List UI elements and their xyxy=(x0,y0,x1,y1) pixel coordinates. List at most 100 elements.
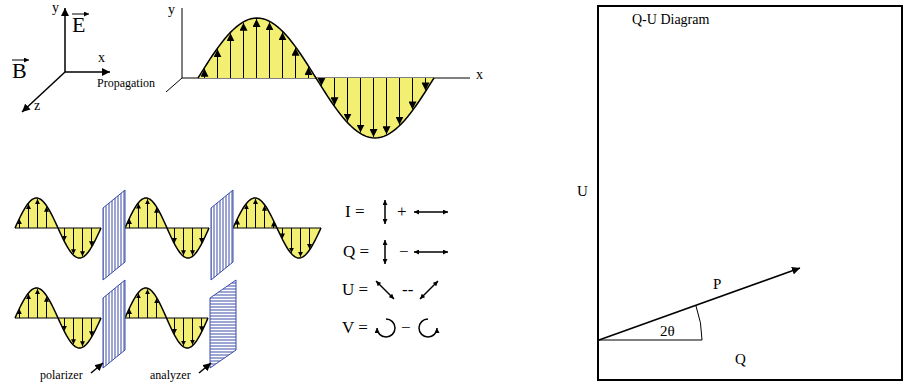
field-arrow xyxy=(28,294,29,318)
wave-fill xyxy=(125,198,209,258)
vector-label: P xyxy=(713,276,721,293)
field-arrow xyxy=(246,204,247,228)
q-baseline xyxy=(599,340,702,341)
wave xyxy=(233,198,321,258)
vertical-arrow xyxy=(384,200,386,224)
angle-arc xyxy=(696,306,702,340)
wave-fill xyxy=(233,198,321,258)
field-arrow xyxy=(282,32,283,78)
leader-arrow xyxy=(199,363,211,373)
stokes-term: U = xyxy=(342,280,368,300)
stokes-term: I = xyxy=(345,202,365,222)
field-arrow xyxy=(46,297,47,318)
axis-label: y xyxy=(168,2,175,19)
circular-arrow xyxy=(419,319,437,337)
field-arrow xyxy=(399,78,400,125)
field-arrow xyxy=(183,318,184,346)
wave xyxy=(15,198,101,258)
part-name: analyzer xyxy=(150,368,191,382)
wave xyxy=(198,18,434,138)
axis-label: y xyxy=(52,0,59,17)
field-arrow xyxy=(308,67,309,78)
field-arrow xyxy=(174,228,175,243)
angle-label: 2θ xyxy=(660,323,675,340)
operator-sign: − xyxy=(399,242,409,262)
wave xyxy=(125,198,209,258)
field-arrow xyxy=(360,78,361,133)
field-arrow xyxy=(46,207,47,228)
field-arrow xyxy=(192,318,193,345)
analyzer-plate xyxy=(210,280,236,368)
field-arrow xyxy=(147,199,148,228)
field-arrow xyxy=(300,228,301,257)
wave-curve xyxy=(15,288,101,348)
field-arrow xyxy=(156,298,157,318)
stokes-symbols xyxy=(376,200,448,337)
field-arrow xyxy=(256,19,257,78)
field-arrow xyxy=(334,78,335,105)
field-arrow xyxy=(321,78,322,86)
field-arrow xyxy=(28,204,29,228)
axis-caption: Propagation xyxy=(97,76,155,90)
field-arrow xyxy=(91,228,92,246)
field-arrow xyxy=(64,228,65,241)
field-arrow xyxy=(217,49,218,78)
field-arrow xyxy=(255,199,256,228)
wave-fill xyxy=(125,288,208,348)
field-arrow xyxy=(243,23,244,78)
axis-label: x xyxy=(98,50,105,67)
wave-curve xyxy=(198,18,434,138)
field-arrow xyxy=(174,318,175,334)
vector-label: B xyxy=(12,58,27,84)
wave xyxy=(15,288,101,348)
qu-diagram-box: Q-U DiagramP2θQ xyxy=(597,5,903,381)
qu-vector xyxy=(599,268,800,340)
field-arrow xyxy=(425,78,426,90)
field-arrow xyxy=(291,228,292,253)
part-name: polarizer xyxy=(40,368,83,382)
field-arrow xyxy=(282,228,283,238)
leader-arrow xyxy=(91,363,103,373)
field-arrow xyxy=(295,48,296,78)
stokes-term: V = xyxy=(342,318,368,338)
axis-label: Q xyxy=(735,351,746,368)
y-axis xyxy=(182,8,183,78)
polarizer-plates xyxy=(103,190,236,368)
field-arrow xyxy=(309,228,310,249)
polarizer-plate xyxy=(103,280,125,368)
stokes-term: Q = xyxy=(343,242,369,262)
wave-fill xyxy=(198,18,434,138)
field-arrow xyxy=(264,206,265,228)
axis-label: z xyxy=(34,98,40,115)
field-arrow xyxy=(373,78,374,137)
field-arrow xyxy=(204,69,205,78)
wave-fill xyxy=(15,198,101,258)
axis-label: U xyxy=(577,183,588,201)
wave-curve xyxy=(15,198,101,258)
field-arrow xyxy=(138,293,139,318)
field-arrow xyxy=(73,228,74,254)
horizontal-arrow xyxy=(414,251,448,253)
field-arrow xyxy=(201,228,202,243)
operator-sign: -- xyxy=(402,280,413,300)
field-arrow xyxy=(82,318,83,346)
field-arrow xyxy=(201,318,202,331)
field-arrow xyxy=(156,208,157,228)
z-axis xyxy=(166,78,182,92)
circular-arrow xyxy=(377,319,395,337)
horizontal-arrow xyxy=(414,211,448,213)
field-arrow xyxy=(183,228,184,255)
field-arrow xyxy=(147,289,148,318)
field-arrow xyxy=(386,78,387,134)
field-axes xyxy=(12,8,110,112)
operator-sign: − xyxy=(401,318,411,338)
wave xyxy=(125,288,208,348)
field-arrow xyxy=(37,199,38,228)
polarizer-plate xyxy=(103,190,125,280)
vertical-arrow xyxy=(384,240,386,264)
field-arrow xyxy=(64,318,65,331)
z-axis xyxy=(22,72,65,112)
operator-sign: + xyxy=(397,202,407,222)
